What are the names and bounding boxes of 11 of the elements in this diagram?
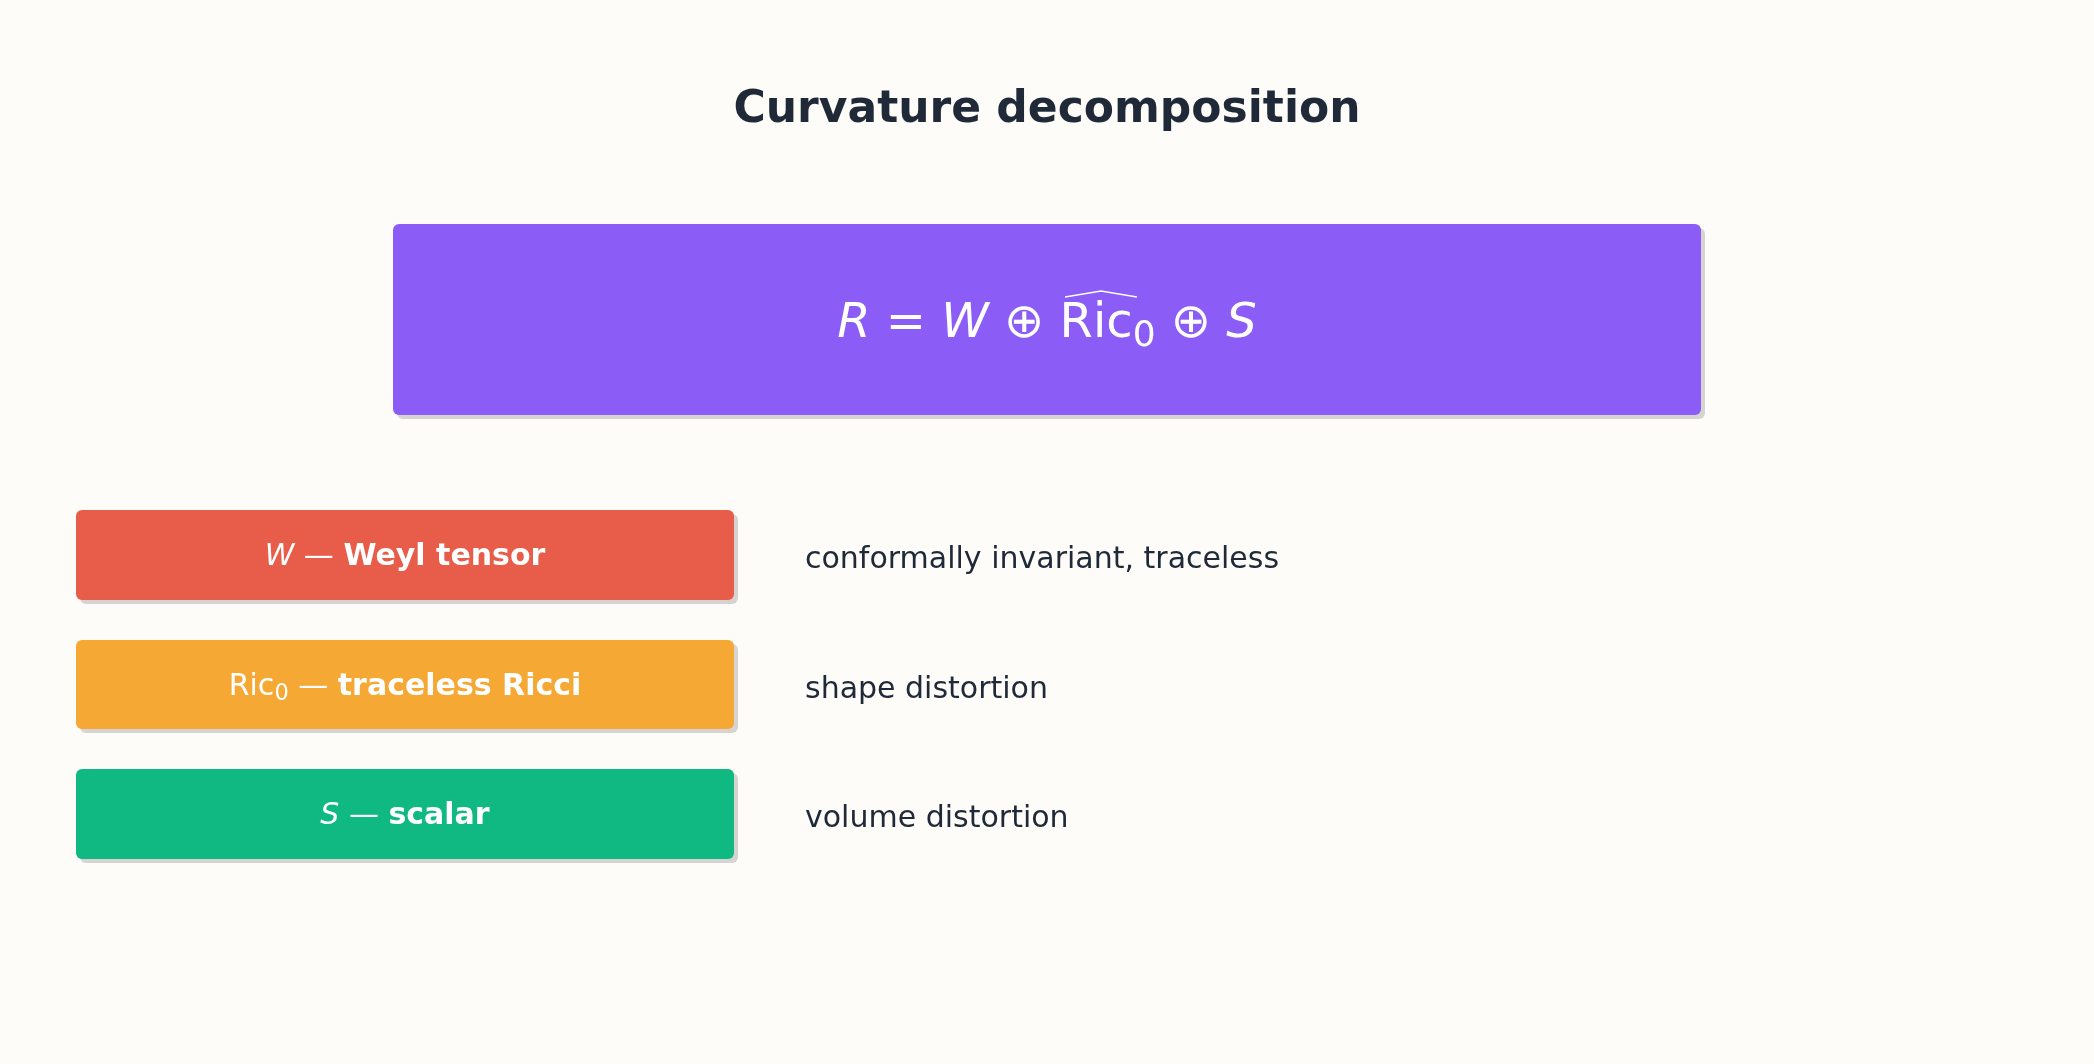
term-box (76, 769, 734, 859)
term-label: Ric$_{0}$ — traceless Ricci (228, 669, 582, 700)
term-label: S — scalar (320, 799, 490, 829)
description-text: volume distortion (805, 798, 1069, 836)
term-label: W — Weyl tensor (264, 540, 546, 570)
title: Curvature decomposition (732, 80, 1362, 134)
term-box (76, 510, 734, 600)
formula-box (393, 224, 1701, 415)
description-text: conformally invariant, traceless (805, 539, 1280, 577)
description-text: shape distortion (805, 668, 1048, 707)
term-box (76, 640, 734, 729)
